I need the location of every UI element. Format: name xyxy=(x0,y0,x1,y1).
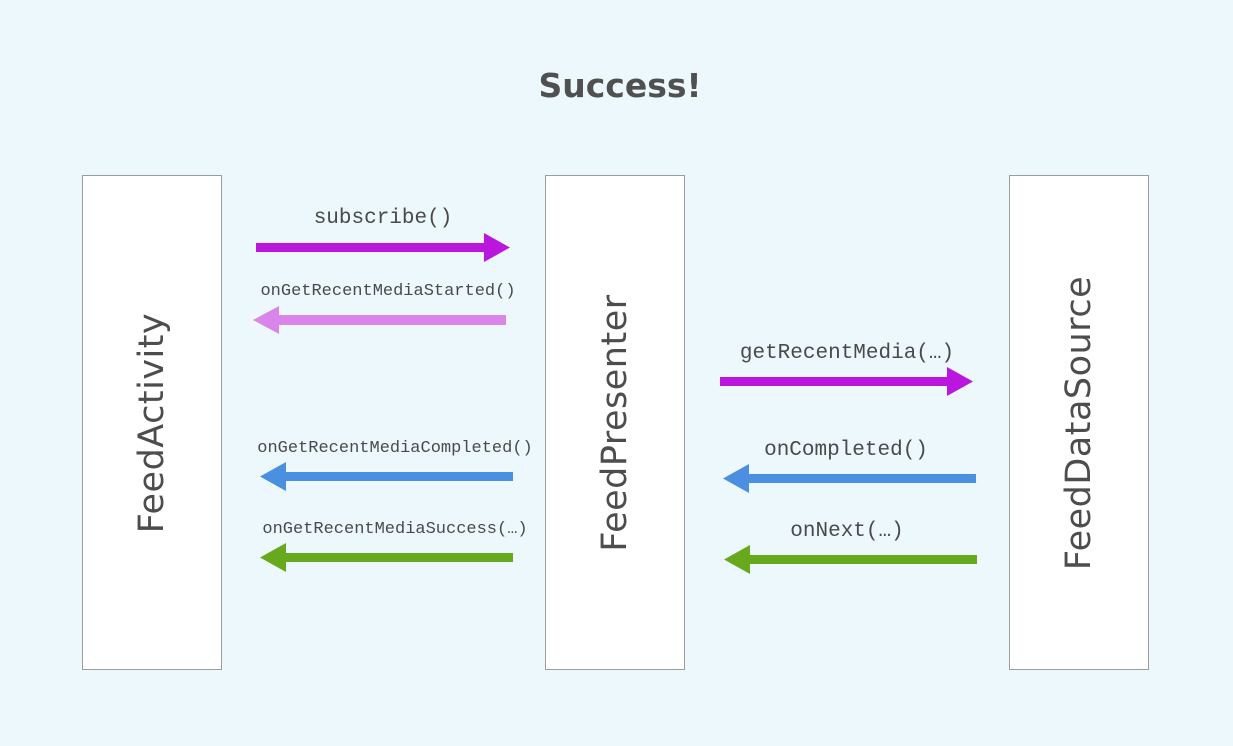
message-label-subscribe: subscribe() xyxy=(313,207,453,230)
participant-feed-presenter: FeedPresenter xyxy=(545,175,685,670)
arrow-subscribe xyxy=(256,233,510,262)
arrow-on-get-recent-media-started xyxy=(253,306,506,334)
participant-feed-activity: FeedActivity xyxy=(82,175,222,670)
arrow-on-completed xyxy=(723,464,976,493)
participant-feed-data-source: FeedDataSource xyxy=(1009,175,1149,670)
message-label-on-completed: onCompleted() xyxy=(764,439,928,462)
diagram-title: Success! xyxy=(538,66,702,105)
arrow-on-next xyxy=(724,545,977,574)
arrow-on-get-recent-media-completed xyxy=(260,462,513,491)
message-label-get-recent-media: getRecentMedia(…) xyxy=(739,342,955,365)
message-label-on-get-recent-media-started: onGetRecentMediaStarted() xyxy=(260,282,516,301)
message-label-on-get-recent-media-completed: onGetRecentMediaCompleted() xyxy=(257,439,533,458)
arrow-get-recent-media xyxy=(720,367,973,396)
message-label-on-get-recent-media-success: onGetRecentMediaSuccess(…) xyxy=(262,520,528,539)
arrow-on-get-recent-media-success xyxy=(260,543,513,572)
message-label-on-next: onNext(…) xyxy=(790,520,904,543)
